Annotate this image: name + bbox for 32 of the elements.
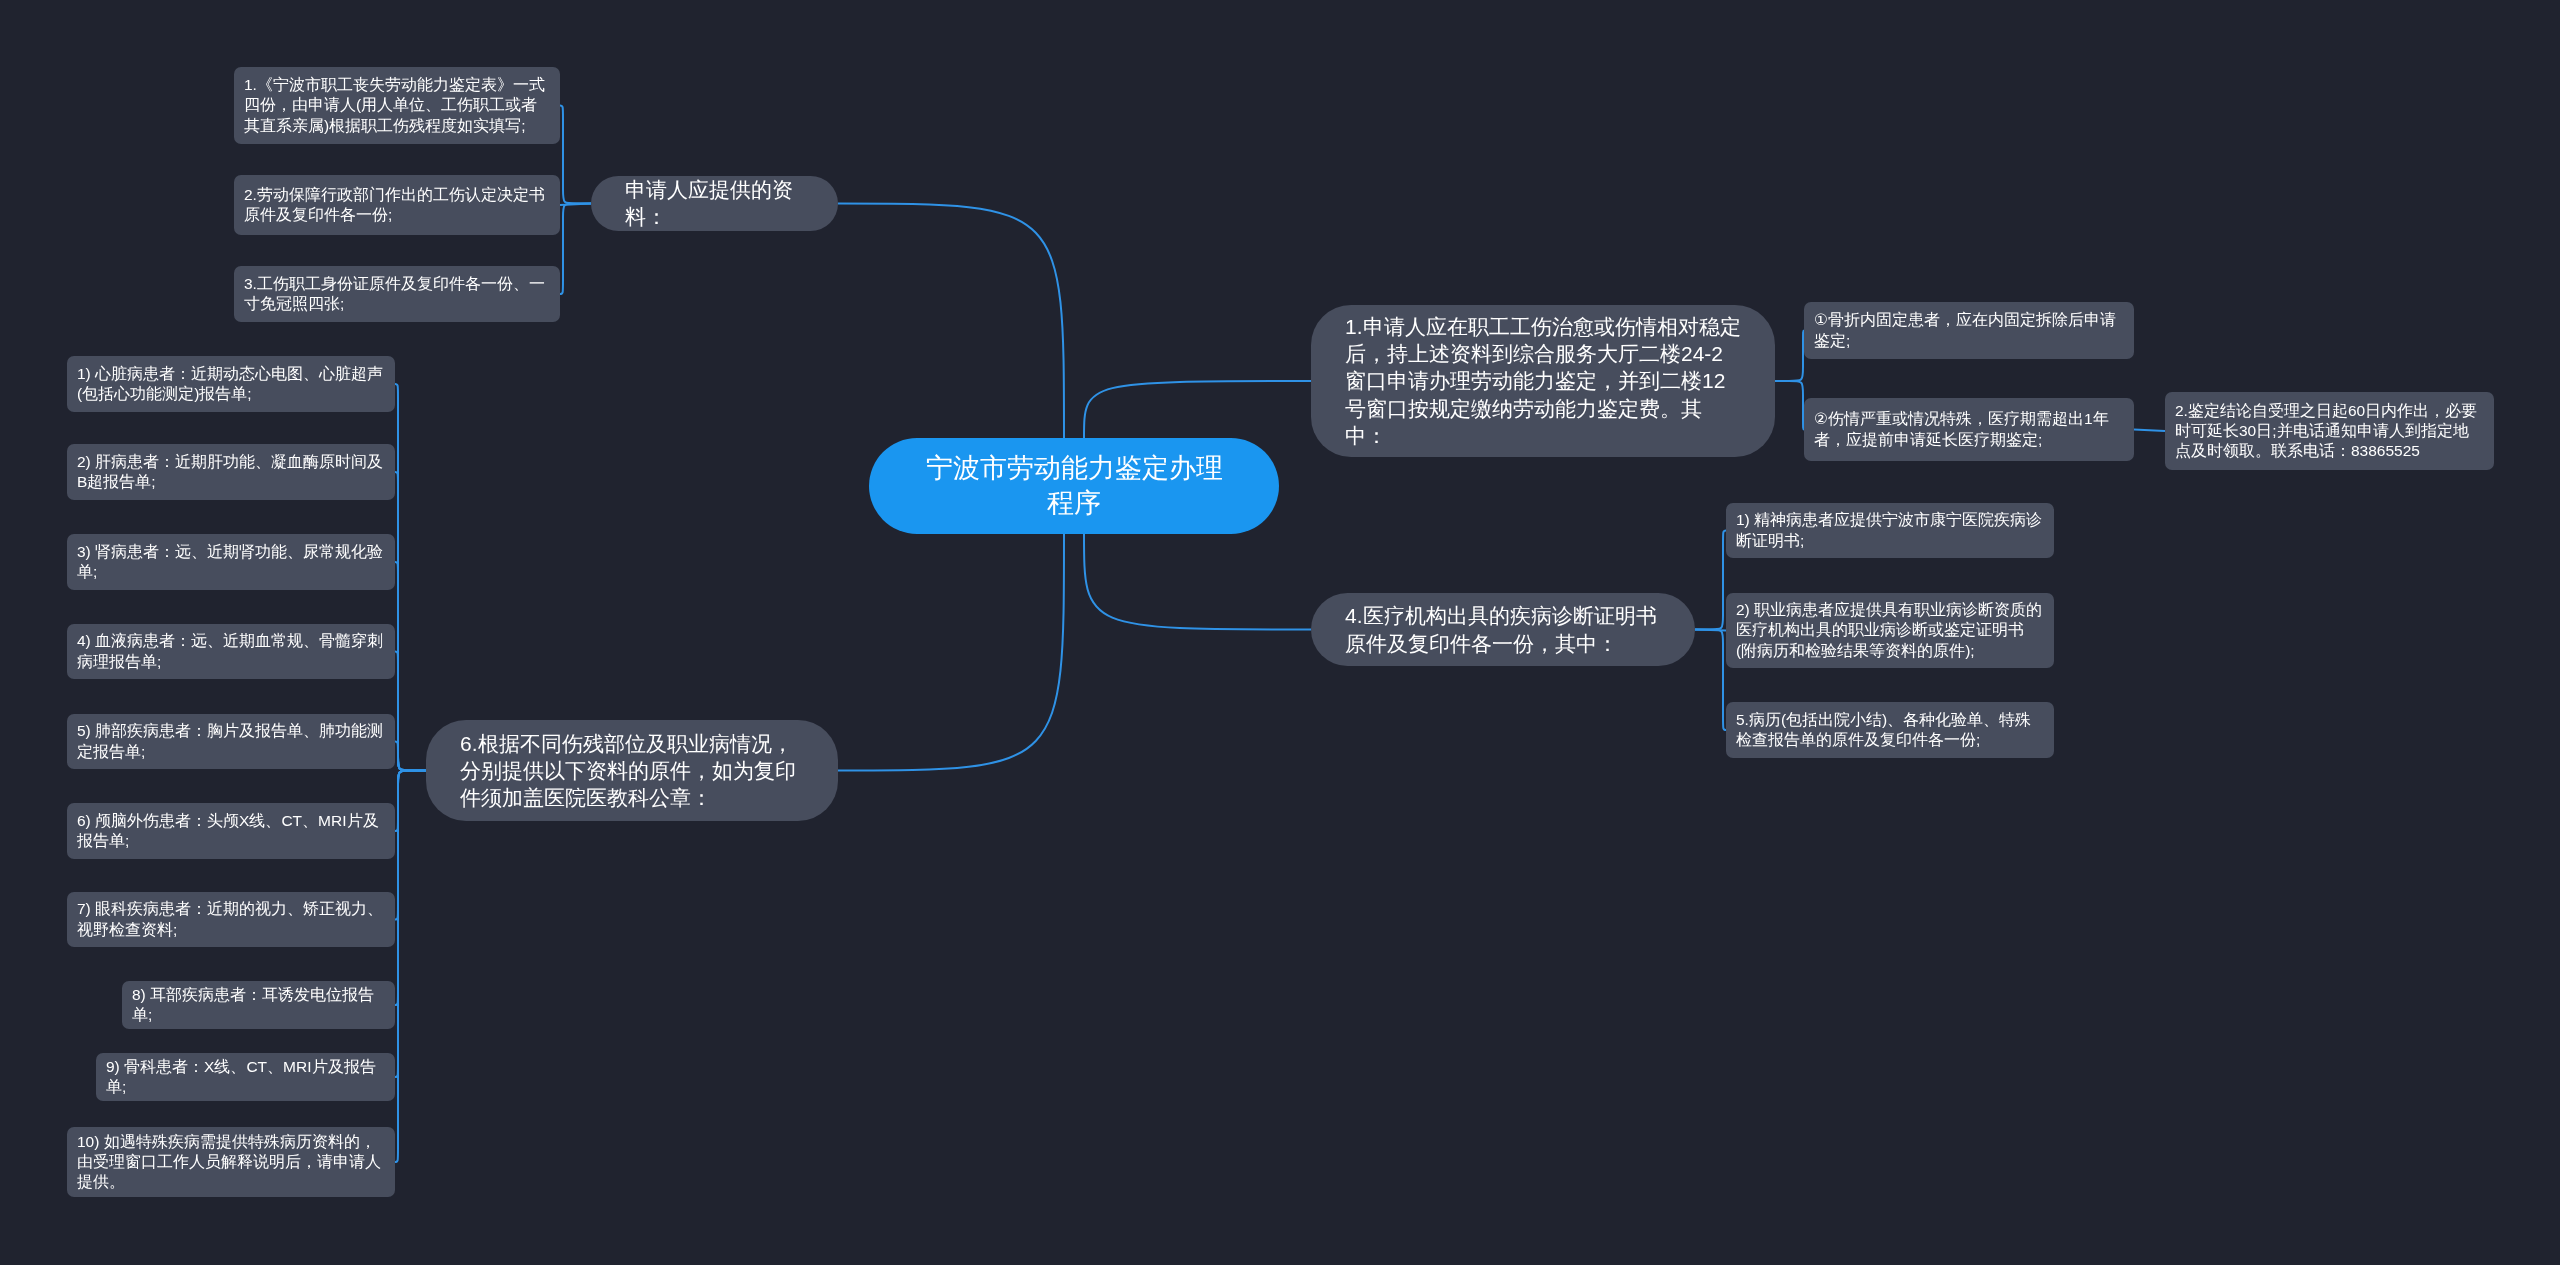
subtopic-box: 1) 心脏病患者：近期动态心电图、心脏超声(包括心功能测定)报告单;: [67, 356, 395, 412]
subtopic-box: 1) 精神病患者应提供宁波市康宁医院疾病诊断证明书;: [1726, 503, 2054, 558]
connector-line: [1083, 380, 1312, 439]
connector-line: [1083, 533, 1312, 631]
subtopic-box: 1.《宁波市职工丧失劳动能力鉴定表》一式四份，由申请人(用人单位、工伤职工或者其直系亲属)根据职工伤残程度如实填写;: [234, 67, 560, 144]
subtopic-box: 3) 肾病患者：远、近期肾功能、尿常规化验单;: [67, 534, 395, 590]
connector-line: [2133, 428, 2166, 432]
central-topic-box: 宁波市劳动能力鉴定办理程序: [869, 438, 1279, 534]
subtopic-box: 9) 骨科患者：X线、CT、MRI片及报告单;: [96, 1053, 395, 1102]
topic-box: 申请人应提供的资料：: [591, 176, 838, 231]
subtopic-box: 6) 颅脑外伤患者：头颅X线、CT、MRI片及报告单;: [67, 803, 395, 859]
connector-line: [837, 202, 1065, 439]
connector-line: [837, 533, 1065, 772]
subtopic-box: 2) 职业病患者应提供具有职业病诊断资质的医疗机构出具的职业病诊断或鉴定证明书(附病历和检验结果等资料的原件);: [1726, 593, 2054, 668]
subtopic-box: 5.病历(包括出院小结)、各种化验单、特殊检查报告单的原件及复印件各一份;: [1726, 702, 2054, 758]
connector-line: [1694, 628, 1727, 731]
connector-line: [1774, 380, 1805, 431]
topic-box: 4.医疗机构出具的疾病诊断证明书原件及复印件各一份，其中：: [1311, 593, 1695, 666]
subtopic-box: 4) 血液病患者：远、近期血常规、骨髓穿刺病理报告单;: [67, 624, 395, 679]
subtopic-box: 7) 眼科疾病患者：近期的视力、矫正视力、视野检查资料;: [67, 892, 395, 947]
subtopic-box: ①骨折内固定患者，应在内固定拆除后申请鉴定;: [1804, 302, 2134, 359]
connector-line: [559, 202, 592, 295]
subtopic-box: 3.工伤职工身份证原件及复印件各一份、一寸免冠照四张;: [234, 266, 560, 322]
subtopic-box: 2.劳动保障行政部门作出的工伤认定决定书原件及复印件各一份;: [234, 175, 560, 235]
subtopic-box: 8) 耳部疾病患者：耳诱发电位报告单;: [122, 981, 395, 1030]
subtopic-box: 10) 如遇特殊疾病需提供特殊病历资料的，由受理窗口工作人员解释说明后，请申请人提供。: [67, 1127, 395, 1197]
topic-box: 1.申请人应在职工工伤治愈或伤情相对稳定后，持上述资料到综合服务大厅二楼24-2窗口申请办理劳动能力鉴定，并到二楼12号窗口按规定缴纳劳动能力鉴定费。其中：: [1311, 305, 1775, 457]
subtopic-box: 2) 肝病患者：近期肝功能、凝血酶原时间及B超报告单;: [67, 444, 395, 500]
subtopic-box: 5) 肺部疾病患者：胸片及报告单、肺功能测定报告单;: [67, 714, 395, 769]
subtopic-box: 2.鉴定结论自受理之日起60日内作出，必要时可延长30日;并电话通知申请人到指定地点及时领取。联系电话：83865525: [2165, 392, 2494, 470]
subtopic-box: ②伤情严重或情况特殊，医疗期需超出1年者，应提前申请延长医疗期鉴定;: [1804, 398, 2134, 461]
topic-box: 6.根据不同伤残部位及职业病情况，分别提供以下资料的原件，如为复印件须加盖医院医教科公章：: [426, 720, 838, 821]
